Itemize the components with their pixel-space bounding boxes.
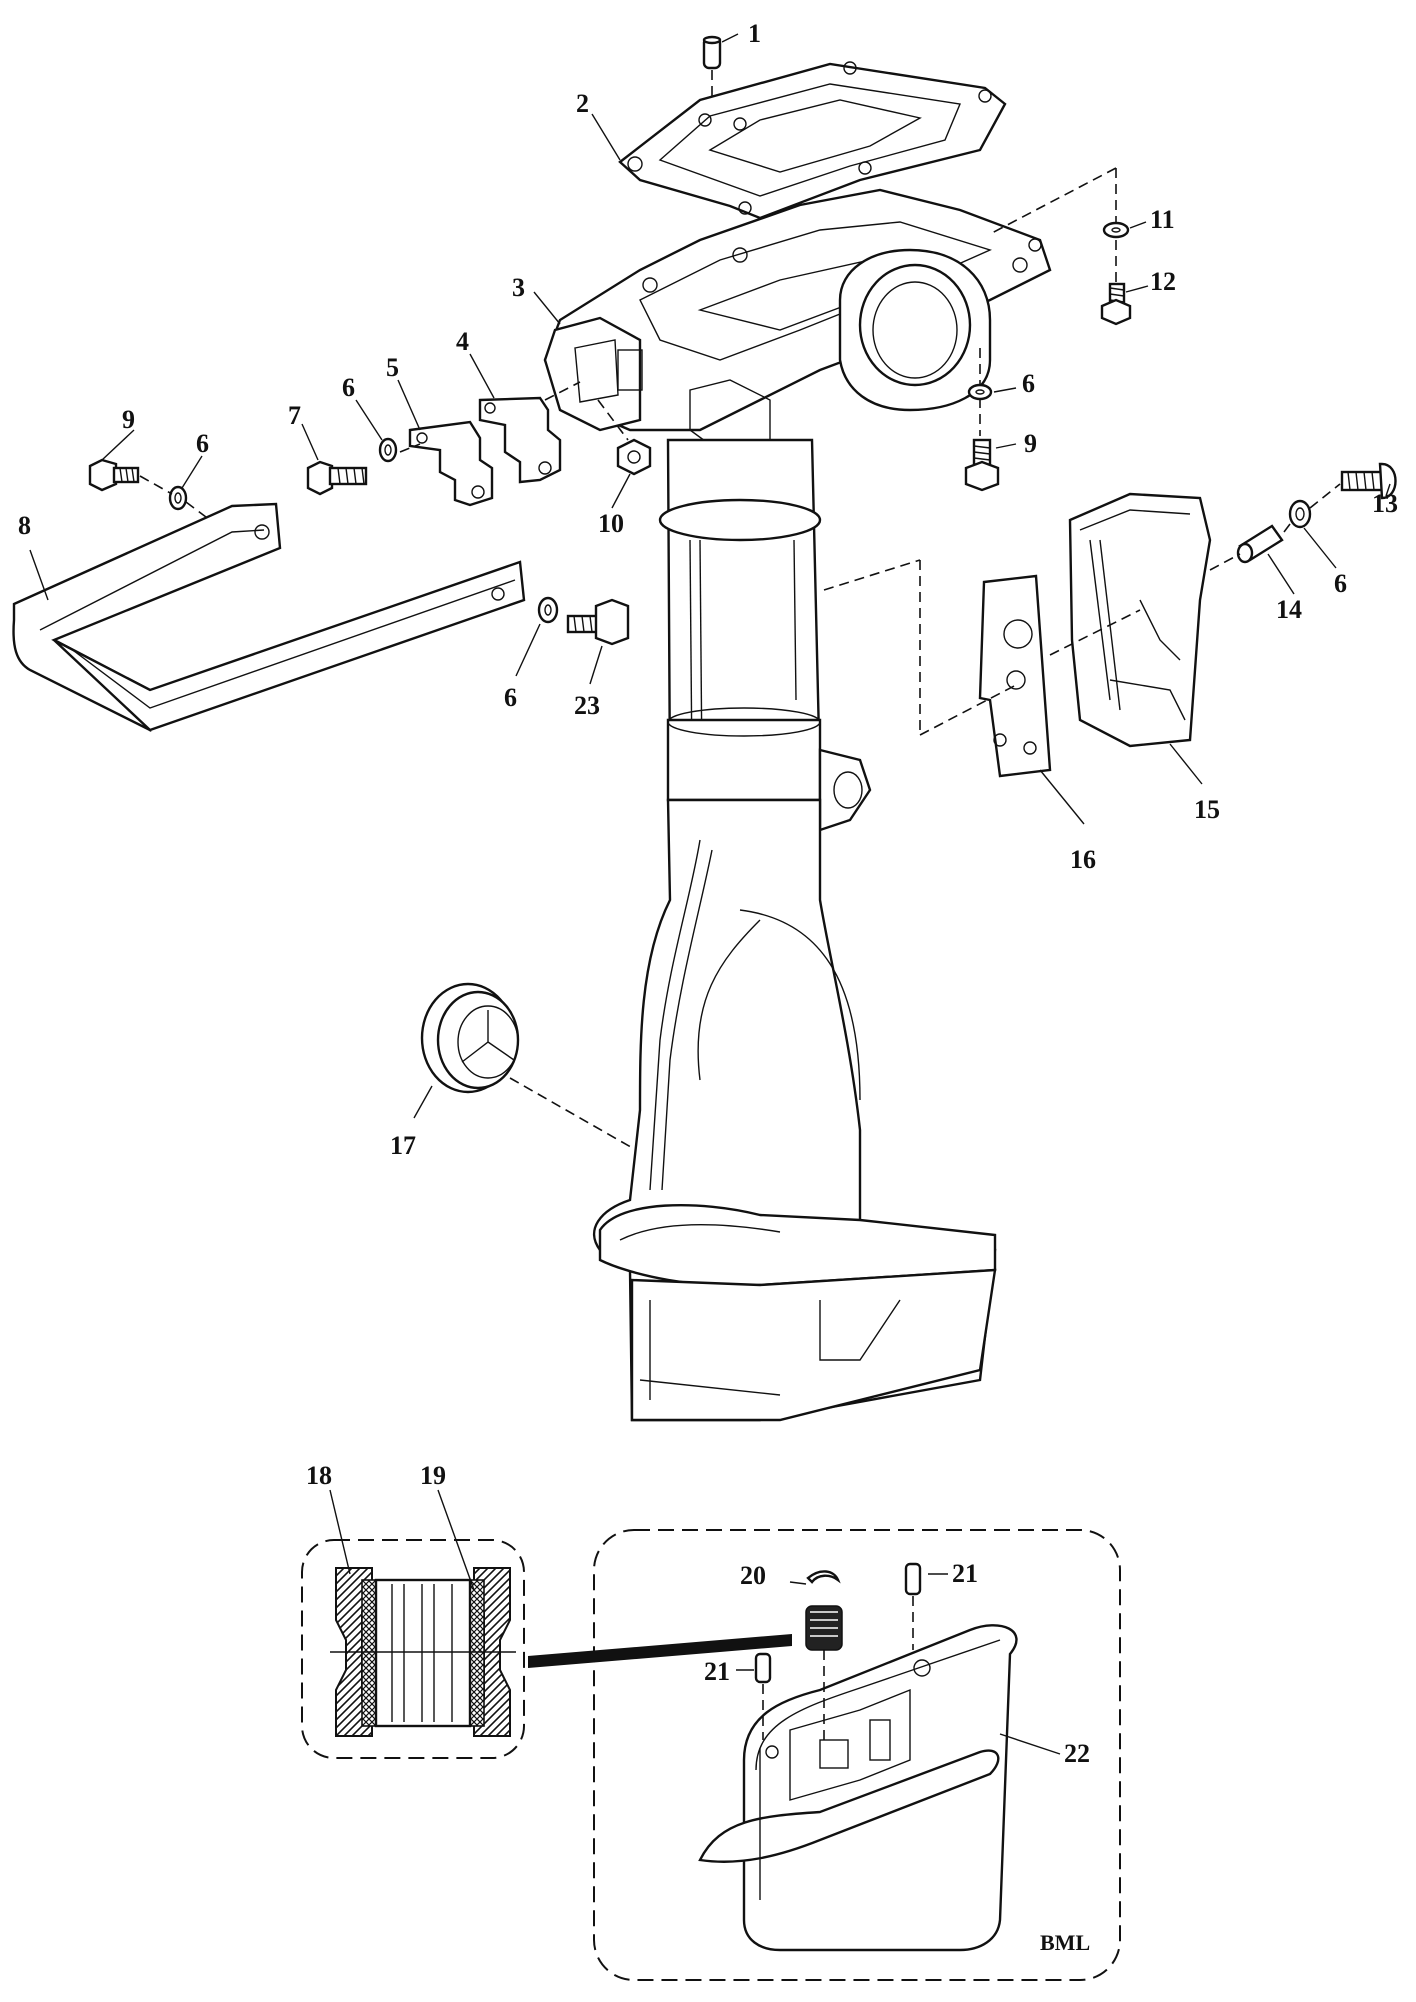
pin-part-21-b <box>754 1652 772 1740</box>
callout-14: 14 <box>1276 595 1302 624</box>
callout-6-d: 6 <box>1022 369 1035 398</box>
callout-6-c: 6 <box>504 683 517 712</box>
bolt-part-9-b <box>964 438 1000 492</box>
callout-20: 20 <box>740 1561 766 1590</box>
callout-8: 8 <box>18 511 31 540</box>
bolt-part-9-a <box>88 458 211 521</box>
callout-6-a: 6 <box>342 373 355 402</box>
nut-part-10 <box>597 399 652 476</box>
callout-15: 15 <box>1194 795 1220 824</box>
callout-10: 10 <box>598 509 624 538</box>
detail-box-bearing-section <box>301 1489 525 1759</box>
callout-9-b: 9 <box>1024 429 1037 458</box>
plate-part-16 <box>978 574 1052 778</box>
plate-part-4 <box>478 381 581 484</box>
callout-4: 4 <box>456 327 469 356</box>
bolt-part-7 <box>306 460 368 496</box>
pin-part-21-a <box>904 1562 922 1650</box>
callout-18: 18 <box>306 1461 332 1490</box>
callout-13: 13 <box>1372 489 1398 518</box>
bolt-part-23 <box>566 598 630 646</box>
callout-leaders <box>29 33 1391 1119</box>
callout-11: 11 <box>1150 205 1175 234</box>
brand-mark: BML <box>1040 1930 1090 1955</box>
washer-part-6-a <box>378 437 398 463</box>
washer-part-6-c <box>537 596 559 624</box>
detail-box-gearcase <box>528 1529 1121 1981</box>
cover-part-15 <box>1068 492 1212 748</box>
callout-6-e: 6 <box>1334 569 1347 598</box>
callout-19: 19 <box>420 1461 446 1490</box>
screw-part-13 <box>1340 462 1397 500</box>
callout-21-a: 21 <box>952 1559 978 1588</box>
gasket-part-2 <box>618 61 1007 220</box>
assembly-lines <box>399 348 1341 1151</box>
callout-9-a: 9 <box>122 405 135 434</box>
dowel-pin-part-1 <box>702 35 722 118</box>
callout-3: 3 <box>512 273 525 302</box>
washer-part-6-d <box>967 383 993 401</box>
grommet-part-17 <box>420 982 520 1094</box>
washer-part-6-e <box>1288 499 1312 529</box>
callout-12: 12 <box>1150 267 1176 296</box>
spacer-part-14 <box>1236 524 1284 564</box>
washer-part-6-b <box>168 485 188 511</box>
washer-part-11 <box>989 167 1130 239</box>
callout-23: 23 <box>574 691 600 720</box>
callout-17: 17 <box>390 1131 416 1160</box>
callout-7: 7 <box>288 401 301 430</box>
callout-21-b: 21 <box>704 1657 730 1686</box>
callout-6-b: 6 <box>196 429 209 458</box>
callout-16: 16 <box>1070 845 1096 874</box>
callout-labels: 1 2 3 4 5 6 6 6 6 6 7 8 9 9 10 11 12 13 … <box>18 19 1398 1955</box>
handle-part-8 <box>12 502 526 732</box>
callout-1: 1 <box>748 19 761 48</box>
callout-2: 2 <box>576 89 589 118</box>
bolt-part-12 <box>1100 240 1132 326</box>
drive-shaft-housing-part-3 <box>543 188 1052 1422</box>
callout-5: 5 <box>386 353 399 382</box>
callout-22: 22 <box>1064 1739 1090 1768</box>
gasket-plate-part-5 <box>408 420 494 507</box>
